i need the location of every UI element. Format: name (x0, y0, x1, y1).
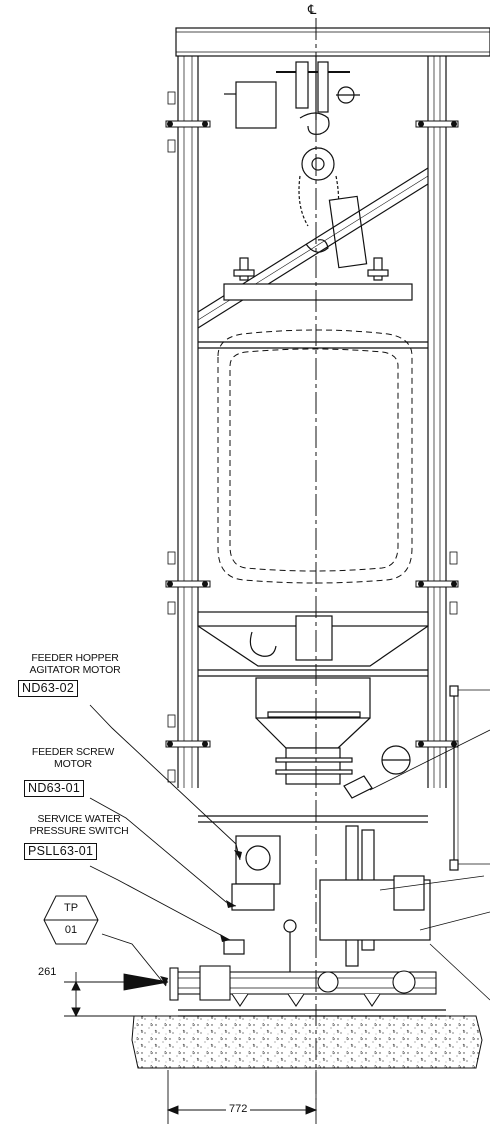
dimension-261 (64, 972, 169, 1018)
left-column (177, 56, 199, 788)
equipment-tag-nd63-02: ND63-02 (18, 680, 79, 697)
test-point-hexagon (43, 895, 99, 945)
side-rail (369, 685, 490, 1001)
equipment-tag-psll63-01: PSLL63-01 (24, 843, 98, 860)
callout-line-2: PRESSURE SWITCH (29, 825, 129, 837)
test-point-top-text: TP (63, 902, 79, 914)
lower-equipment (223, 825, 431, 975)
feeder-hopper-agitator-motor-label: FEEDER HOPPER AGITATOR MOTOR (10, 652, 140, 676)
callout-line-2: MOTOR (54, 758, 92, 770)
dimension-261-value: 261 (36, 966, 59, 978)
right-column (427, 56, 447, 788)
centerline-symbol: ℄ (308, 2, 317, 17)
lifting-frame (223, 257, 413, 301)
callout-line-1: FEEDER SCREW (31, 746, 115, 758)
concrete-floor (131, 1015, 483, 1069)
column-flanges (165, 120, 459, 748)
bulk-bag (217, 329, 413, 584)
callout-line-1: SERVICE WATER (37, 813, 121, 825)
chain-hoist (298, 147, 368, 269)
discharge-hopper (197, 611, 429, 677)
service-water-pressure-switch-label: SERVICE WATER PRESSURE SWITCH (14, 813, 144, 837)
test-point-bottom-text: 01 (64, 924, 78, 936)
feeder-screw-motor-label: FEEDER SCREW MOTOR (18, 746, 128, 770)
piping (169, 965, 437, 1007)
dimension-772-value: 772 (226, 1103, 251, 1115)
callout-line-2: AGITATOR MOTOR (29, 664, 121, 676)
top-beam (175, 27, 490, 57)
equipment-tag-nd63-01: ND63-01 (24, 780, 85, 797)
feeder-cone (255, 677, 411, 799)
column-clips (167, 91, 458, 783)
hoist-trolley (224, 56, 360, 135)
diagonal-brace (197, 167, 429, 329)
dimension-772 (166, 1070, 318, 1124)
callout-line-1: FEEDER HOPPER (31, 652, 119, 664)
